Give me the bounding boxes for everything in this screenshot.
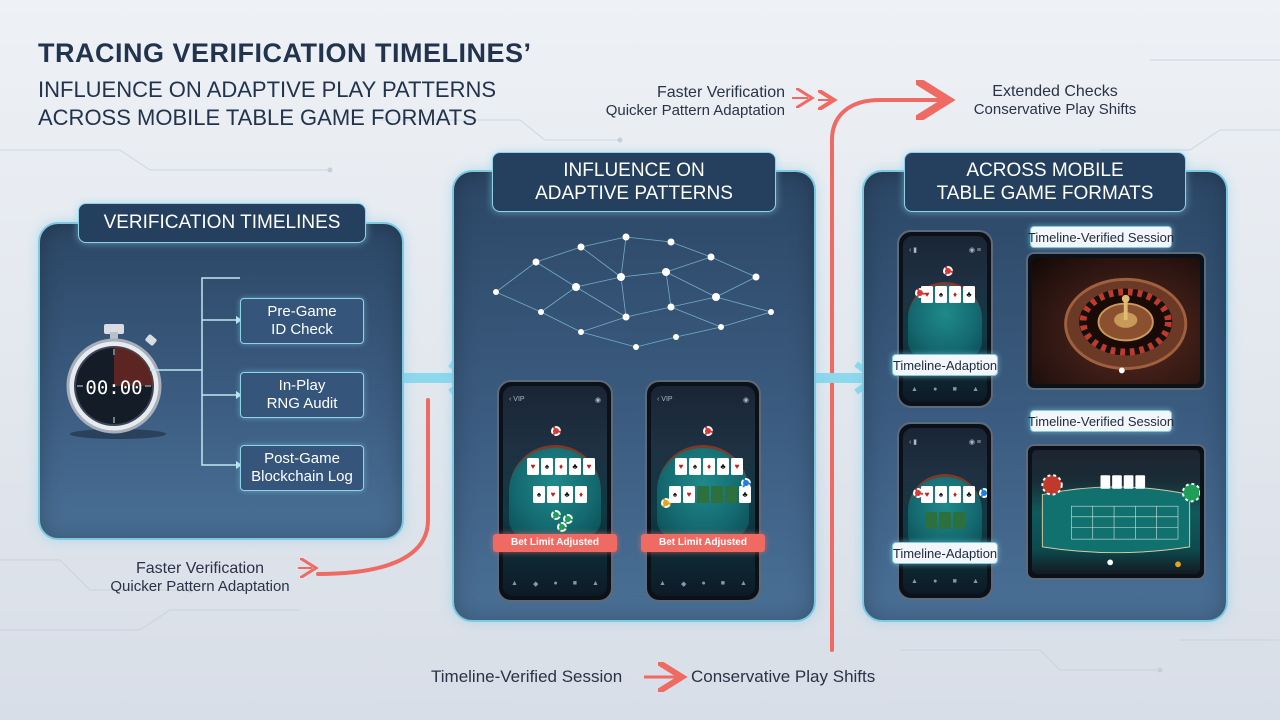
phone-bottom-nav: ▲◆●■▲ <box>659 580 747 588</box>
page-subtitle-line-2: ACROSS MOBILE TABLE GAME FORMATS <box>38 105 477 130</box>
phone-screen: ‹ ▮◉ ≡ ♥♠♦♣ ▲●■▲ <box>903 428 987 594</box>
phone-topbar: ‹ ▮◉ ≡ <box>909 439 981 446</box>
chip <box>563 514 573 524</box>
dealer-cards: ♥♠♦♣ <box>921 286 975 303</box>
chip <box>913 488 923 498</box>
annotation-extended-checks: Extended Checks Conservative Play Shifts <box>955 83 1155 118</box>
phone-bottom-nav: ▲●■▲ <box>911 386 979 393</box>
page-subtitle: INFLUENCE ON ADAPTIVE PLAY PATTERNS ACRO… <box>38 76 496 132</box>
table-layout-icon <box>1041 474 1200 568</box>
neural-network-icon <box>493 233 774 350</box>
page-subtitle-line-1: INFLUENCE ON ADAPTIVE PLAY PATTERNS <box>38 77 497 102</box>
tag-timeline-verified-top: Timeline-Verified Session <box>1028 226 1174 248</box>
annotation-faster-verification-bottom: Faster Verification Quicker Pattern Adap… <box>90 560 310 595</box>
annotation-line-1: Extended Checks <box>992 83 1118 100</box>
step-line-1: In-Play <box>278 377 326 394</box>
chip <box>551 510 561 520</box>
tag-timeline-adaption-top: Timeline-Adaption <box>892 354 998 376</box>
dealer-cards: ♥♠♦♣♥ <box>527 458 595 475</box>
step-in-play-rng-audit: In-Play RNG Audit <box>240 372 364 418</box>
chip <box>915 288 925 298</box>
step-line-2: ID Check <box>271 321 333 338</box>
panel-label-verification-timelines: VERIFICATION TIMELINES <box>78 203 366 243</box>
panel-label-line-2: TABLE GAME FORMATS <box>936 183 1154 204</box>
annotation-conservative-play-shifts: Conservative Play Shifts <box>691 667 876 686</box>
annotation-line-1: Faster Verification <box>135 560 265 577</box>
tablet-screen <box>1032 258 1200 384</box>
chip <box>943 266 953 276</box>
annotation-line-2: Conservative Play Shifts <box>973 101 1137 118</box>
phone-screen: ‹ ▮◉ ≡ ♥♠♦♣ ▲●■▲ <box>903 236 987 402</box>
step-post-game-blockchain-log: Post-Game Blockchain Log <box>240 445 364 491</box>
tablet-table-game <box>1026 444 1206 580</box>
phone-blackjack-b: ‹ VIP◉ ♥♠♦♣♥ ♠♥♣ ▲◆●■▲ <box>645 380 761 602</box>
phone-topbar: ‹ ▮◉ ≡ <box>909 247 981 254</box>
tablet-screen <box>1032 450 1200 574</box>
page-title: TRACING VERIFICATION TIMELINES’ <box>38 38 532 68</box>
annotation-faster-verification-top: Faster Verification Quicker Pattern Adap… <box>585 84 785 119</box>
chip <box>979 488 987 498</box>
phone-blackjack-format-top: ‹ ▮◉ ≡ ♥♠♦♣ ▲●■▲ <box>897 230 993 408</box>
chip <box>557 522 567 532</box>
phone-screen: ‹ VIP◉ ♥♠♦♣♥ ♠♥♣♦ ▲◆●■▲ <box>503 386 607 596</box>
dealer-cards: ♥♠♦♣ <box>921 486 975 503</box>
panel-label-line-1: ACROSS MOBILE <box>966 160 1124 181</box>
phone-blackjack-format-bottom: ‹ ▮◉ ≡ ♥♠♦♣ ▲●■▲ <box>897 422 993 600</box>
tag-timeline-verified-bottom: Timeline-Verified Session <box>1028 410 1174 432</box>
player-cards: ♠♥♣ <box>669 486 751 503</box>
stopwatch-icon: 00:00 <box>66 324 166 439</box>
step-line-1: Post-Game <box>264 450 340 467</box>
timeline-branch-lines <box>150 277 242 469</box>
step-line-1: Pre-Game <box>267 303 337 320</box>
annotation-line-2: Quicker Pattern Adaptation <box>605 102 785 119</box>
player-cards: ♠♥♣♦ <box>533 486 587 503</box>
chip <box>551 426 561 436</box>
phone-blackjack-a: ‹ VIP◉ ♥♠♦♣♥ ♠♥♣♦ ▲◆●■▲ <box>497 380 613 602</box>
phone-bottom-nav: ▲◆●■▲ <box>511 580 599 588</box>
panel-label-adaptive-patterns: INFLUENCE ON ADAPTIVE PATTERNS <box>492 152 776 212</box>
bet-limit-adjusted-badge: Bet Limit Adjusted <box>641 534 765 552</box>
step-pre-game-id-check: Pre-Game ID Check <box>240 298 364 344</box>
player-cards <box>925 512 965 529</box>
stopwatch-time: 00:00 <box>85 377 142 399</box>
panel-label-table-game-formats: ACROSS MOBILE TABLE GAME FORMATS <box>904 152 1186 212</box>
roulette-wheel-icon <box>1064 277 1188 374</box>
phone-topbar: ‹ VIP◉ <box>657 396 749 404</box>
annotation-line-2: Quicker Pattern Adaptation <box>110 578 290 595</box>
chip <box>741 478 751 488</box>
panel-label-line-2: ADAPTIVE PATTERNS <box>535 183 733 204</box>
dealer-cards: ♥♠♦♣♥ <box>675 458 743 475</box>
tablet-roulette <box>1026 252 1206 390</box>
chip <box>661 498 671 508</box>
chip <box>703 426 713 436</box>
annotation-line-1: Faster Verification <box>656 84 785 101</box>
panel-label-line-1: INFLUENCE ON <box>563 160 705 181</box>
tag-timeline-adaption-bottom: Timeline-Adaption <box>892 542 998 564</box>
annotation-timeline-verified-session: Timeline-Verified Session <box>431 667 623 686</box>
phone-bottom-nav: ▲●■▲ <box>911 578 979 585</box>
step-line-2: RNG Audit <box>266 395 338 412</box>
phone-topbar: ‹ VIP◉ <box>509 396 601 404</box>
phone-screen: ‹ VIP◉ ♥♠♦♣♥ ♠♥♣ ▲◆●■▲ <box>651 386 755 596</box>
step-line-2: Blockchain Log <box>251 468 353 485</box>
bet-limit-adjusted-badge: Bet Limit Adjusted <box>493 534 617 552</box>
